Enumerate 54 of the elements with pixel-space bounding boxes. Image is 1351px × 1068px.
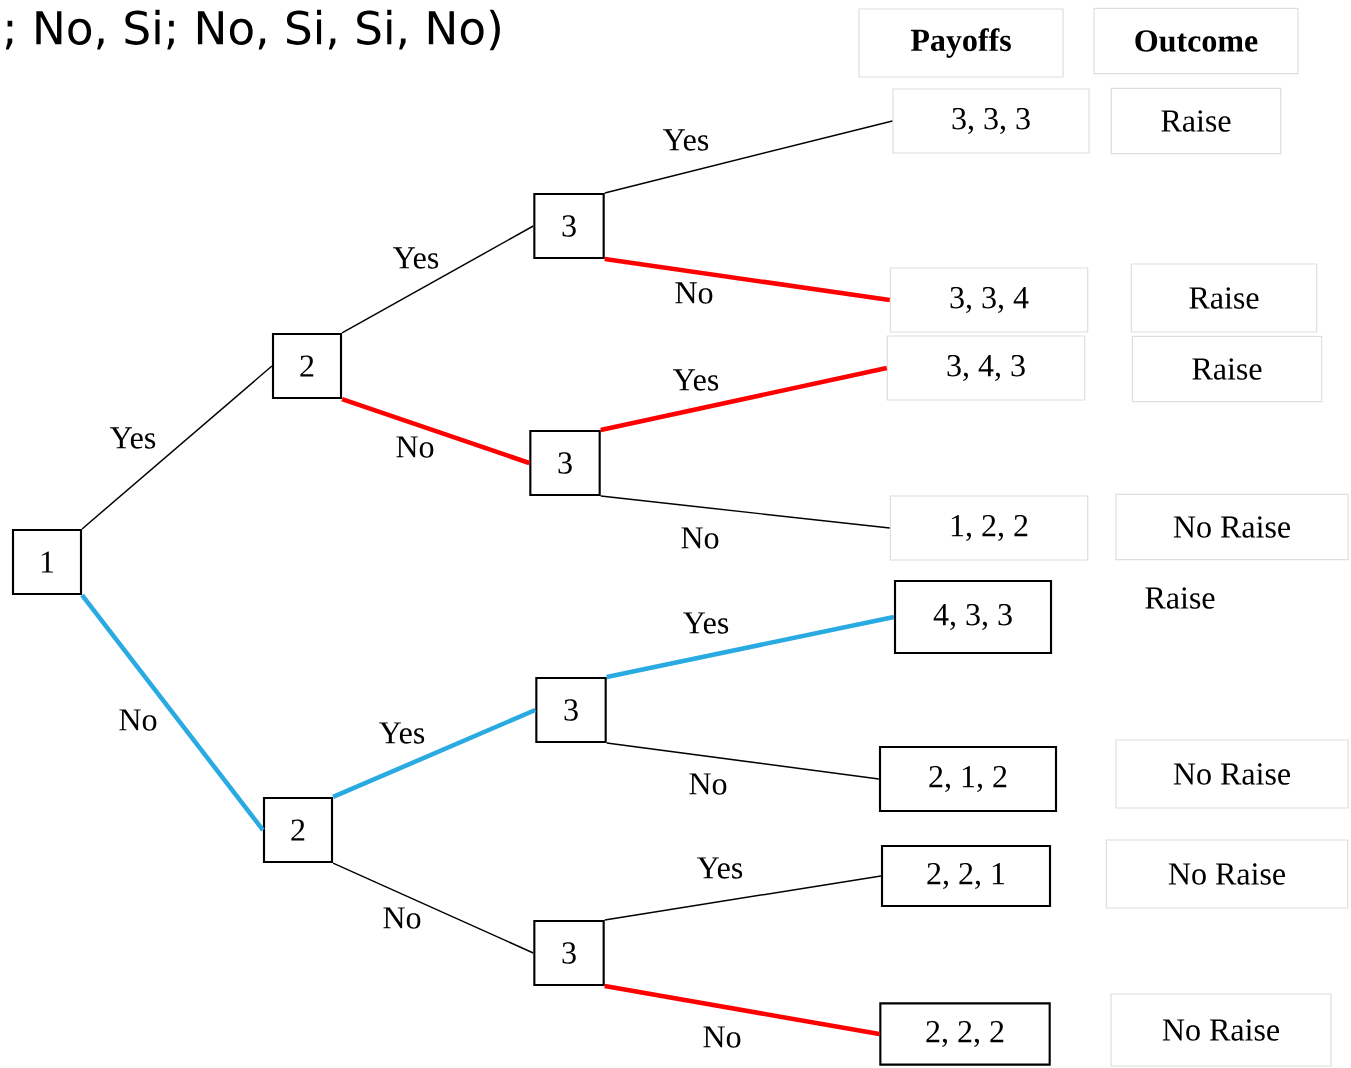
edge-label: Yes [377, 721, 427, 745]
payoff-box: 2, 2, 1 [880, 844, 1052, 908]
edge-label: Yes [108, 426, 158, 450]
branch-line [606, 742, 880, 780]
edge-label: No [117, 708, 159, 732]
branch-line [80, 593, 265, 832]
payoff-box: 2, 1, 2 [878, 745, 1058, 813]
outcome-box: No Raise [1110, 993, 1332, 1067]
outcome-box: Raise [1130, 263, 1318, 333]
decision-box: 3 [533, 192, 605, 260]
edge-label: No [679, 526, 721, 550]
branch-line [604, 983, 880, 1037]
branch-line [604, 256, 891, 303]
branch-line [600, 495, 891, 529]
decision-box: 3 [529, 429, 601, 497]
decision-box: 3 [533, 919, 605, 987]
payoff-box: 4, 3, 3 [893, 579, 1053, 655]
outcome-box: Raise [1131, 335, 1323, 403]
edge-label: Yes [671, 368, 721, 392]
payoff-box: 3, 4, 3 [886, 335, 1086, 401]
branch-line [341, 225, 534, 334]
branch-line [600, 365, 888, 433]
outcome-box: Raise [1110, 87, 1282, 155]
edge-label: No [687, 772, 729, 796]
payoff-box: 2, 2, 2 [879, 1002, 1051, 1066]
edge-label: No [394, 435, 436, 459]
branch-line [332, 707, 537, 800]
branch-line [604, 875, 882, 921]
header-box: Payoffs [858, 8, 1064, 78]
outcome-box: No Raise [1115, 493, 1349, 561]
branch-line [606, 614, 895, 680]
decision-box: 1 [11, 528, 83, 596]
decision-box: 2 [271, 332, 343, 400]
decision-box: 3 [535, 676, 607, 744]
payoff-box: 3, 3, 4 [889, 267, 1089, 333]
edge-label: Yes [681, 611, 731, 635]
payoff-box: 3, 3, 3 [892, 88, 1090, 154]
edge-label: No [381, 906, 423, 930]
outcome-box: No Raise [1105, 839, 1349, 909]
title: ; No, Si; No, Si, Si, No) [5, 9, 500, 51]
edge-label: Yes [695, 856, 745, 880]
branch-line [341, 396, 530, 466]
edge-label: No [673, 281, 715, 305]
header-box: Outcome [1093, 7, 1299, 75]
payoff-box: 1, 2, 2 [889, 495, 1089, 561]
decision-box: 2 [262, 796, 334, 864]
edge-label: Yes [391, 246, 441, 270]
outcome-label: Raise [1145, 587, 1215, 609]
edge-label: No [701, 1025, 743, 1049]
branch-line [604, 120, 894, 194]
branch-line [332, 862, 534, 954]
branch-line [81, 365, 273, 530]
outcome-box: No Raise [1115, 739, 1349, 809]
edge-label: Yes [661, 128, 711, 152]
